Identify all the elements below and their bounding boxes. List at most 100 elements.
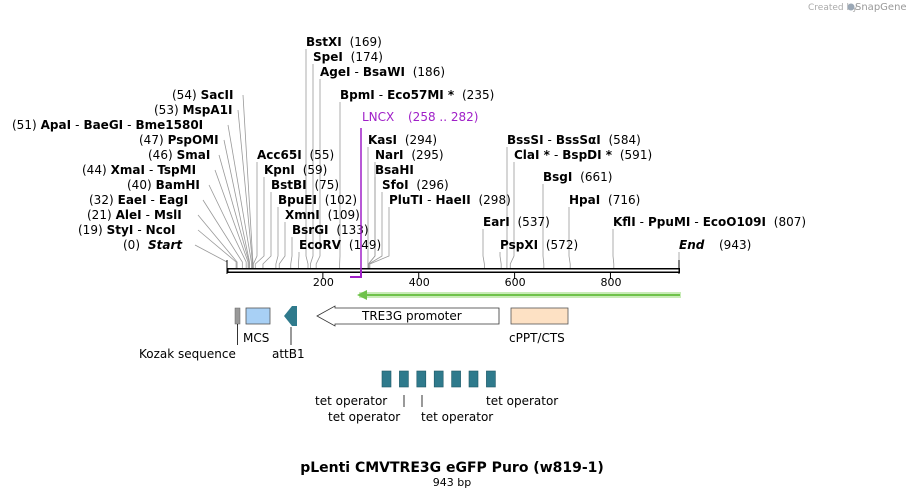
cut-site-line: [369, 207, 390, 270]
cut-site-line: [202, 199, 243, 270]
cut-site-line: [367, 177, 376, 270]
snapgene-logo-text: SnapGene: [855, 2, 906, 13]
cut-site-label: BstXI (169): [306, 35, 382, 49]
attb1-label: attB1: [272, 347, 305, 361]
mcs-feature: [245, 307, 271, 325]
tet-operator-box: [468, 370, 479, 388]
cut-site-label: SfoI (296): [382, 178, 449, 192]
cut-site-line: [208, 184, 247, 270]
cut-site-line: [542, 184, 545, 270]
cut-site-label: BsgI (661): [543, 170, 612, 184]
cut-site-label: EarI (537): [483, 215, 550, 229]
cut-site-label: (21)AleI-MslI: [87, 208, 182, 222]
kozak-sequence-feature: [234, 307, 241, 325]
cut-site-label: KflI-PpuMI-EcoO109I (807): [613, 215, 806, 229]
cut-site-label: (40)BamHI: [127, 178, 200, 192]
tet-operator-box: [399, 370, 409, 388]
cut-site-line: [242, 94, 254, 270]
kozak-sequence-label: Kozak sequence: [139, 347, 236, 361]
cut-site-line: [305, 49, 309, 270]
cppt-cts-feature: [510, 307, 569, 325]
cut-site-label: (51)ApaI-BaeGI-Bme1580I: [12, 118, 203, 132]
cut-site-line: [367, 162, 376, 270]
cut-site-lines: [194, 49, 680, 270]
mcs-label: MCS: [243, 331, 269, 345]
tre3g-promoter-label: TRE3G promoter: [361, 309, 462, 323]
cut-site-label: NarI (295): [375, 148, 444, 162]
tet-operator-label-3: tet operator: [421, 410, 493, 424]
end-position: (943): [719, 238, 751, 252]
cut-site-line: [509, 162, 515, 270]
start-leader-line: [194, 244, 228, 263]
tet-operator-box: [381, 370, 392, 388]
cut-site-line: [275, 207, 279, 270]
cut-site-line: [482, 229, 485, 270]
cut-site-line: [227, 124, 252, 270]
cppt-cts-label: cPPT/CTS: [509, 331, 565, 345]
scale-tick-label: 600: [505, 276, 526, 289]
scale-ticks: 200 400 600 800: [313, 273, 621, 289]
lncx-primer-range: (258 .. 282): [408, 110, 478, 124]
cut-site-line: [237, 109, 253, 270]
tet-operator-boxes: [381, 370, 496, 388]
cut-site-line: [315, 79, 321, 270]
end-label: End: [679, 238, 705, 252]
attb1-feature: [284, 306, 297, 326]
snapgene-logo-icon: [847, 3, 855, 11]
cut-site-label: (32)EaeI-EagI: [89, 193, 188, 207]
plasmid-length: 943 bp: [433, 476, 471, 489]
cut-site-line: [218, 154, 250, 270]
sequence-backbone-inner: [228, 269, 679, 272]
cut-site-label: KpnI (59): [264, 163, 327, 177]
scale-tick-label: 200: [313, 276, 334, 289]
cut-site-line: [252, 162, 258, 270]
cut-site-label: (44)XmaI-TspMI: [82, 163, 196, 177]
cut-site-label: BsaHI: [375, 163, 414, 177]
cut-site-label: KasI (294): [368, 133, 437, 147]
cut-site-label: BpmI-Eco57MI * (235): [340, 88, 494, 102]
cut-site-label: AgeI-BsaWI (186): [320, 65, 445, 79]
cut-site-label: BsrGI (133): [292, 223, 369, 237]
cut-site-line: [214, 169, 249, 270]
cut-site-label: BstBI (75): [271, 178, 339, 192]
cut-site-label: (54)SacII: [172, 88, 233, 102]
scale-tick-label: 800: [600, 276, 621, 289]
cut-site-label: ClaI *-BspDI * (591): [514, 148, 652, 162]
cut-site-label: (47)PspOMI: [139, 133, 219, 147]
cut-site-label: HpaI (716): [569, 193, 640, 207]
cut-site-line: [254, 177, 265, 270]
cut-site-line: [298, 252, 300, 270]
credit-text: Created by: [808, 3, 858, 13]
plasmid-title: pLenti CMVTRE3G eGFP Puro (w819-1): [300, 460, 604, 476]
cut-site-line: [290, 237, 293, 270]
cut-site-line: [262, 192, 272, 270]
cut-site-line: [223, 139, 250, 270]
egfp-arrow-head: [357, 290, 367, 300]
cut-site-line: [368, 192, 383, 270]
cut-site-label: (19)StyI-NcoI: [78, 223, 176, 237]
lncx-primer-label: LNCX: [362, 110, 394, 124]
tet-operator-box: [451, 370, 461, 388]
start-position: (0): [123, 238, 140, 252]
cut-site-label: PluTI-HaeII (298): [389, 193, 511, 207]
cut-site-line: [310, 64, 314, 270]
cut-site-label: BssSI-BssSαI (584): [507, 133, 641, 147]
tet-operator-box: [486, 370, 496, 388]
cut-site-line: [499, 252, 502, 270]
tet-operator-box: [433, 370, 444, 388]
cut-site-label: (46)SmaI: [148, 148, 210, 162]
tet-operator-label-1: tet operator: [315, 394, 387, 408]
cut-site-label: (53)MspA1I: [154, 103, 232, 117]
start-label: Start: [148, 238, 183, 252]
cut-site-label: EcoRV (149): [299, 238, 381, 252]
tet-operator-label-2: tet operator: [328, 410, 400, 424]
cut-site-label: XmnI (109): [285, 208, 360, 222]
cut-site-label: PspXI (572): [500, 238, 578, 252]
cut-site-line: [278, 222, 286, 270]
cut-site-line: [197, 229, 237, 270]
tre3g-promoter-feature: [316, 305, 500, 327]
cut-site-labels: (19)StyI-NcoI(21)AleI-MslI(32)EaeI-EagI(…: [12, 35, 806, 252]
scale-tick-label: 400: [409, 276, 430, 289]
cut-site-label: BpuEI (102): [278, 193, 357, 207]
